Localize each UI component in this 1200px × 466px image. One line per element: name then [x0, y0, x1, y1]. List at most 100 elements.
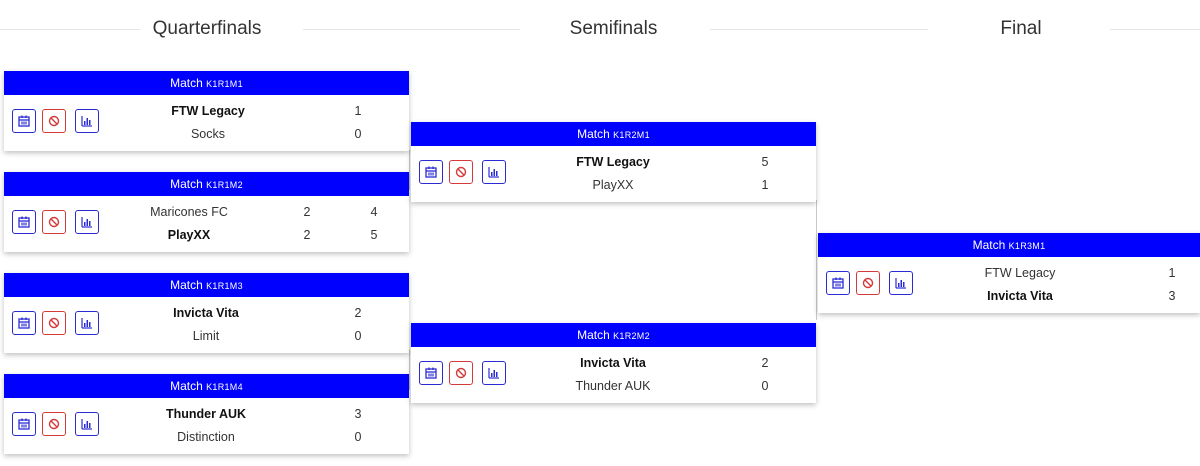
ban-icon — [455, 166, 467, 178]
match-code: K1R1M4 — [206, 382, 243, 392]
team-score: 3 — [1168, 289, 1176, 303]
cancel-button[interactable] — [42, 412, 66, 436]
bracket-connector — [409, 350, 410, 390]
schedule-button[interactable] — [12, 311, 36, 335]
match-header: Match K1R1M4 — [4, 374, 409, 398]
team-name: Invicta Vita — [580, 356, 646, 370]
team-name: FTW Legacy — [984, 266, 1056, 280]
schedule-button[interactable] — [12, 210, 36, 234]
bar-chart-icon — [81, 318, 92, 329]
bracket-connector — [409, 150, 410, 190]
match-code: K1R1M2 — [206, 180, 243, 190]
match-header: Match K1R1M1 — [4, 71, 409, 95]
team-name: Maricones FC — [150, 205, 228, 219]
team-score: 4 — [370, 205, 378, 219]
team-name: Thunder AUK — [165, 407, 247, 421]
ban-icon — [455, 367, 467, 379]
match-header: Match K1R2M1 — [411, 122, 816, 146]
stats-button[interactable] — [75, 311, 99, 335]
divider — [0, 29, 140, 30]
match-card: Match K1R1M4 Thunder AUK 3 Distinction 0 — [4, 374, 409, 454]
match-label: Match — [170, 278, 207, 292]
team-name: Distinction — [177, 430, 235, 444]
match-code: K1R1M3 — [206, 281, 243, 291]
team-score: 1 — [761, 178, 769, 192]
cancel-button[interactable] — [42, 311, 66, 335]
match-label: Match — [170, 379, 207, 393]
team-score: 0 — [761, 379, 769, 393]
team-name: Invicta Vita — [987, 289, 1053, 303]
match-header: Match K1R3M1 — [818, 233, 1200, 257]
ban-icon — [48, 317, 60, 329]
match-label: Match — [170, 177, 207, 191]
team-score: 1 — [1168, 266, 1176, 280]
team-score: 1 — [354, 104, 362, 118]
match-code: K1R2M2 — [613, 331, 650, 341]
team-name: FTW Legacy — [171, 104, 245, 118]
team-name: Invicta Vita — [173, 306, 239, 320]
team-name: PlayXX — [592, 178, 634, 192]
cancel-button[interactable] — [856, 271, 880, 295]
stats-button[interactable] — [75, 210, 99, 234]
stats-button[interactable] — [75, 109, 99, 133]
bar-chart-icon — [488, 368, 499, 379]
match-card: Match K1R1M2 Maricones FC 2 4 PlayXX 2 5 — [4, 172, 409, 252]
stats-button[interactable] — [889, 271, 913, 295]
team-score: 2 — [303, 228, 311, 242]
match-card: Match K1R1M3 Invicta Vita 2 Limit 0 — [4, 273, 409, 353]
match-card: Match K1R1M1 FTW Legacy 1 Socks 0 — [4, 71, 409, 151]
stats-button[interactable] — [482, 361, 506, 385]
team-score: 0 — [354, 127, 362, 141]
bar-chart-icon — [81, 116, 92, 127]
divider — [303, 29, 520, 30]
schedule-button[interactable] — [12, 412, 36, 436]
ban-icon — [48, 216, 60, 228]
match-label: Match — [577, 127, 614, 141]
match-label: Match — [170, 76, 207, 90]
calendar-icon — [425, 367, 437, 379]
match-code: K1R3M1 — [1008, 241, 1046, 251]
calendar-icon — [18, 216, 30, 228]
calendar-icon — [832, 277, 844, 289]
divider — [710, 29, 928, 30]
match-card: Match K1R2M2 Invicta Vita 2 Thunder AUK … — [411, 323, 816, 403]
match-header: Match K1R1M3 — [4, 273, 409, 297]
divider — [1110, 29, 1200, 30]
team-score: 0 — [354, 329, 362, 343]
bar-chart-icon — [895, 278, 906, 289]
stats-button[interactable] — [75, 412, 99, 436]
team-score: 2 — [354, 306, 362, 320]
bar-chart-icon — [488, 167, 499, 178]
match-card: Match K1R2M1 FTW Legacy 5 PlayXX 1 — [411, 122, 816, 202]
cancel-button[interactable] — [42, 210, 66, 234]
match-header: Match K1R1M2 — [4, 172, 409, 196]
team-score: 5 — [761, 155, 769, 169]
team-name: Socks — [190, 127, 226, 141]
team-score: 3 — [354, 407, 362, 421]
team-score: 2 — [303, 205, 311, 219]
bracket-connector — [816, 200, 817, 320]
team-score: 2 — [761, 356, 769, 370]
cancel-button[interactable] — [449, 160, 473, 184]
schedule-button[interactable] — [826, 271, 850, 295]
round-title-semifinals: Semifinals — [569, 18, 658, 39]
match-header: Match K1R2M2 — [411, 323, 816, 347]
stats-button[interactable] — [482, 160, 506, 184]
schedule-button[interactable] — [419, 361, 443, 385]
calendar-icon — [18, 317, 30, 329]
round-title-final: Final — [1000, 18, 1042, 39]
ban-icon — [48, 418, 60, 430]
match-label: Match — [577, 328, 614, 342]
calendar-icon — [18, 418, 30, 430]
cancel-button[interactable] — [449, 361, 473, 385]
ban-icon — [862, 277, 874, 289]
team-name: Thunder AUK — [575, 379, 651, 393]
match-code: K1R1M1 — [206, 79, 243, 89]
schedule-button[interactable] — [419, 160, 443, 184]
ban-icon — [48, 115, 60, 127]
schedule-button[interactable] — [12, 109, 36, 133]
bar-chart-icon — [81, 217, 92, 228]
calendar-icon — [425, 166, 437, 178]
cancel-button[interactable] — [42, 109, 66, 133]
team-name: FTW Legacy — [576, 155, 650, 169]
